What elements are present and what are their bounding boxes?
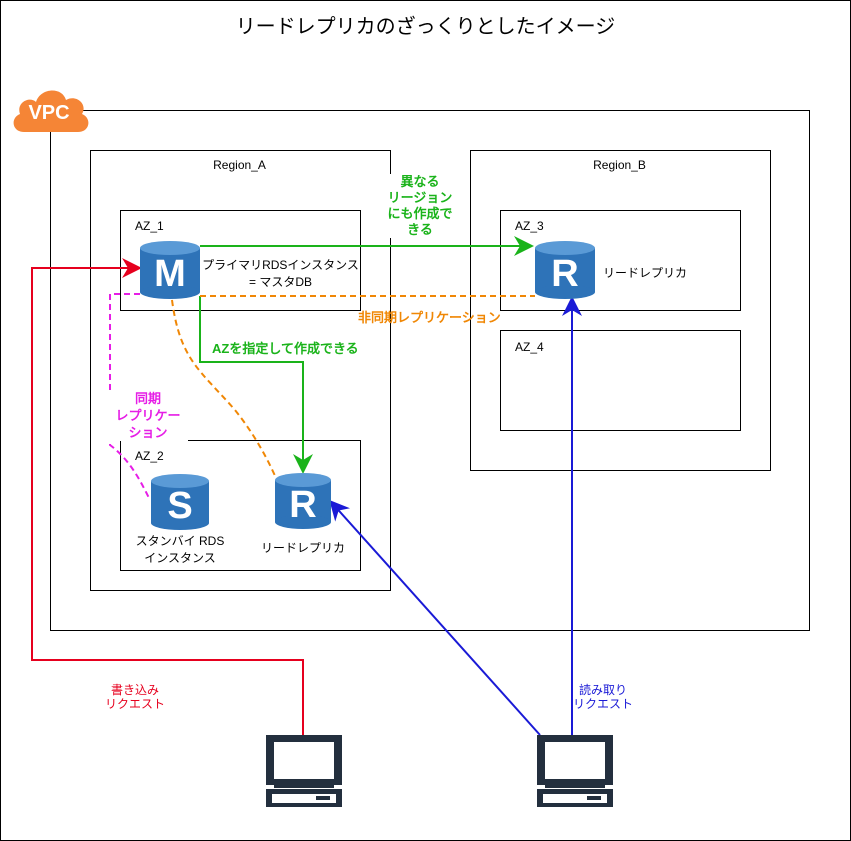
master-db-icon: M <box>139 240 201 300</box>
region-b-box <box>470 150 771 471</box>
cross-region-line-3: にも作成で <box>387 206 453 221</box>
master-db-caption: プライマリRDSインスタンス = マスタDB <box>198 256 363 290</box>
standby-db-caption-line2: インスタンス <box>144 551 216 565</box>
standby-db-letter: S <box>167 485 193 527</box>
az2-box <box>120 440 361 571</box>
sync-replication-note: 同期 レプリケー ション <box>108 390 188 441</box>
master-db-caption-line1: プライマリRDSインスタンス <box>202 258 359 272</box>
az2-label: AZ_2 <box>135 449 164 463</box>
database-icon <box>535 241 595 299</box>
write-request-note: 書き込み リクエスト <box>95 683 175 711</box>
read-request-line-a <box>329 500 541 736</box>
async-replication-note: 非同期レプリケーション <box>358 310 501 325</box>
region-b-label: Region_B <box>593 158 646 172</box>
standby-db-caption: スタンバイ RDS インスタンス <box>125 532 235 566</box>
computer-icon <box>535 733 615 809</box>
read-line-1: 読み取り <box>578 683 627 697</box>
async-replication-line-a <box>171 299 277 479</box>
standby-db-caption-line1: スタンバイ RDS <box>135 534 225 548</box>
az4-label: AZ_4 <box>515 340 544 354</box>
read-request-note: 読み取り リクエスト <box>563 683 643 711</box>
region-a-box <box>90 150 391 591</box>
master-db-letter: M <box>154 253 186 295</box>
vpc-boundary <box>50 110 810 631</box>
az-replica-arrow <box>199 296 313 474</box>
az3-box <box>500 210 741 311</box>
cross-region-note: 異なる リージョン にも作成で きる <box>378 174 462 238</box>
az3-label: AZ_3 <box>515 219 544 233</box>
vpc-cloud-icon: VPC <box>10 82 92 137</box>
vpc-label: VPC <box>28 102 70 124</box>
replica-a-caption: リードレプリカ <box>260 541 345 555</box>
az4-box <box>500 330 741 431</box>
database-icon <box>140 241 200 299</box>
az-specify-note: AZを指定して作成できる <box>212 341 359 356</box>
write-request-line <box>31 258 304 735</box>
database-icon <box>151 474 209 530</box>
sync-line-1: 同期 <box>134 391 161 406</box>
replica-b-caption: リードレプリカ <box>603 266 688 280</box>
master-db-caption-line2: = マスタDB <box>248 275 312 289</box>
computer-icon <box>264 733 344 809</box>
replica-a-db-letter: R <box>289 484 317 526</box>
write-line-1: 書き込み <box>110 683 159 697</box>
sync-replication-line <box>109 293 151 501</box>
cross-region-line-4: きる <box>407 222 433 237</box>
replica-b-db-letter: R <box>551 253 579 295</box>
az1-label: AZ_1 <box>135 219 164 233</box>
az1-box <box>120 210 361 311</box>
sync-line-3: ション <box>128 425 168 440</box>
replica-b-db-icon: R <box>534 240 596 300</box>
cross-region-line-1: 異なる <box>400 174 440 189</box>
region-a-label: Region_A <box>213 158 266 172</box>
write-line-2: リクエスト <box>104 697 165 711</box>
replica-a-db-icon: R <box>274 472 332 530</box>
read-line-2: リクエスト <box>572 697 633 711</box>
diagram-title: リードレプリカのざっくりとしたイメージ <box>235 16 616 38</box>
database-icon <box>275 473 331 529</box>
cross-region-line-2: リージョン <box>387 190 453 205</box>
standby-db-icon: S <box>150 473 210 531</box>
sync-line-2: レプリケー <box>115 408 181 423</box>
